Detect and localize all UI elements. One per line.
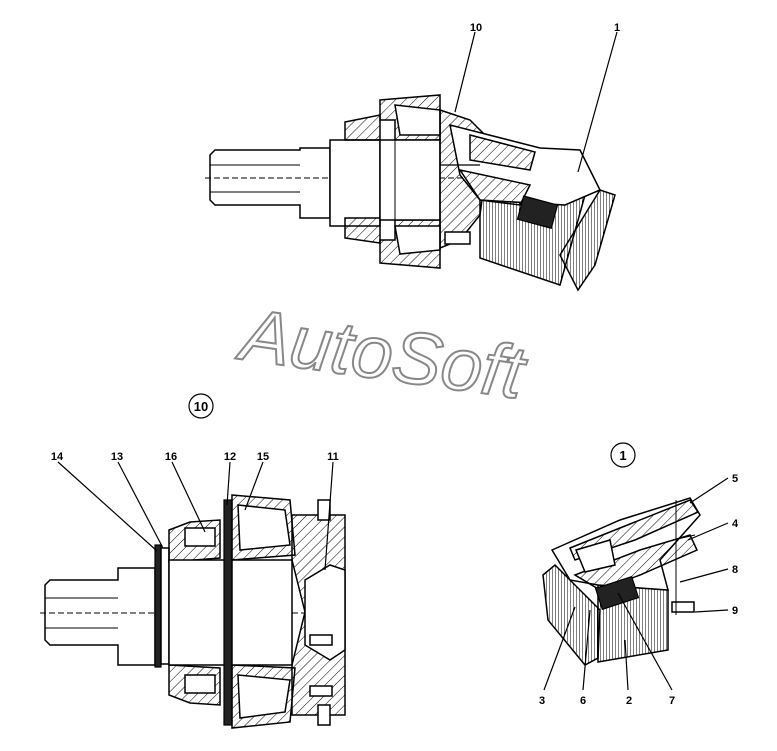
svg-text:10: 10 bbox=[194, 399, 208, 414]
top-bearing-upper bbox=[344, 114, 381, 141]
callout-4: 4 bbox=[732, 518, 739, 530]
leader-3 bbox=[543, 606, 576, 691]
leader-8 bbox=[679, 568, 729, 583]
callout-12: 12 bbox=[224, 451, 236, 463]
callout-9: 9 bbox=[732, 605, 738, 617]
callout-15: 15 bbox=[257, 451, 269, 463]
detail-10-assembly bbox=[40, 494, 346, 729]
leader-top-1 bbox=[577, 31, 618, 173]
top-collar bbox=[329, 139, 381, 227]
detail10-spacer bbox=[223, 499, 233, 726]
callout-3: 3 bbox=[539, 695, 545, 707]
leader-13 bbox=[117, 461, 164, 549]
leader-14 bbox=[57, 461, 158, 552]
top-body bbox=[379, 139, 441, 221]
callout-5: 5 bbox=[732, 473, 738, 485]
detail10-body bbox=[168, 559, 230, 666]
callout-top-1: 1 bbox=[614, 22, 620, 34]
leader-5 bbox=[689, 477, 729, 504]
leader-2 bbox=[624, 639, 629, 691]
detail-1-assembly bbox=[542, 497, 701, 666]
detail1-spring bbox=[594, 575, 640, 611]
callout-11: 11 bbox=[327, 451, 339, 463]
detail10-shaft bbox=[44, 567, 156, 666]
leader-16 bbox=[171, 461, 206, 533]
leader-7 bbox=[617, 592, 673, 691]
top-assembly bbox=[205, 94, 616, 292]
callout-6: 6 bbox=[580, 695, 586, 707]
top-shaft bbox=[209, 147, 331, 219]
leader-12 bbox=[226, 461, 231, 506]
callout-7: 7 bbox=[669, 695, 675, 707]
leader-15 bbox=[244, 461, 264, 511]
leader-top-10 bbox=[454, 31, 476, 113]
callout-16: 16 bbox=[165, 451, 177, 463]
callout-top-10: 10 bbox=[470, 22, 482, 34]
top-swash-plate bbox=[559, 189, 616, 292]
leader-6 bbox=[582, 609, 591, 691]
leader-9 bbox=[694, 609, 729, 613]
callout-13: 13 bbox=[111, 451, 123, 463]
svg-text:1: 1 bbox=[619, 448, 626, 463]
detail-marker-10: 10 bbox=[188, 393, 214, 419]
leader-11 bbox=[324, 461, 334, 571]
callout-8: 8 bbox=[732, 564, 738, 576]
watermark-logo: AutoSoft bbox=[232, 292, 532, 415]
callout-2: 2 bbox=[626, 695, 632, 707]
callout-14: 14 bbox=[51, 451, 64, 463]
leader-4 bbox=[687, 522, 729, 541]
detail-marker-1: 1 bbox=[610, 442, 636, 468]
